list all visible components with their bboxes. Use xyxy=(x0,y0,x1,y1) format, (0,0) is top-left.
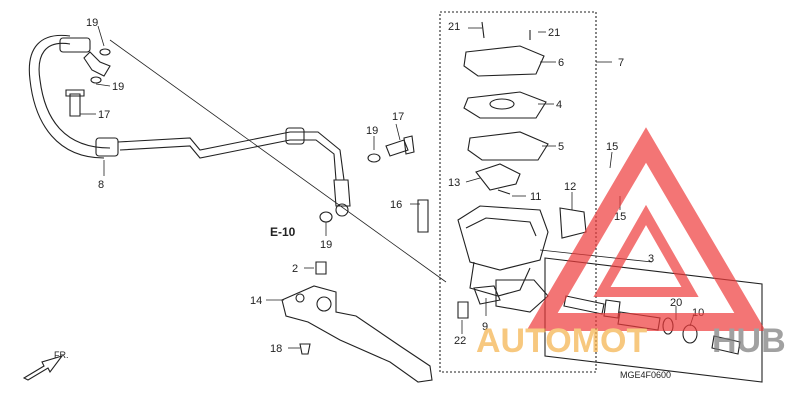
callout-2: 2 xyxy=(292,263,298,275)
callouts: 19 19 17 8 19 17 19 16 21 21 6 4 5 13 11… xyxy=(86,17,704,355)
callout-11: 11 xyxy=(530,191,541,203)
callout-15: 15 xyxy=(606,141,618,153)
direction-label: FR. xyxy=(54,350,69,360)
callout-7: 7 xyxy=(618,57,624,69)
clutch-lever xyxy=(281,261,433,383)
callout-8: 8 xyxy=(98,179,104,191)
drawing-code: MGE4F0600 xyxy=(620,370,671,380)
callout-22: 22 xyxy=(454,335,466,347)
callout-17: 17 xyxy=(98,109,110,121)
callout-17: 17 xyxy=(392,111,404,123)
callout-15: 15 xyxy=(614,211,626,223)
clutch-hose xyxy=(28,34,351,217)
callout-6: 6 xyxy=(558,57,564,69)
callout-16: 16 xyxy=(390,199,402,211)
callout-21: 21 xyxy=(548,27,560,39)
callout-19: 19 xyxy=(366,125,378,137)
front-direction-arrow: FR. xyxy=(22,350,69,381)
watermark-text-left: AUTOMOT xyxy=(476,322,647,360)
callout-13: 13 xyxy=(448,177,460,189)
reservoir-parts xyxy=(463,21,549,195)
callout-14: 14 xyxy=(250,295,262,307)
callout-18: 18 xyxy=(270,343,282,355)
reference-label: E-10 xyxy=(270,225,296,239)
callout-3: 3 xyxy=(648,253,654,265)
bolts-washers xyxy=(65,48,415,223)
callout-12: 12 xyxy=(564,181,576,193)
watermark-logo: AUTOMOT HUB xyxy=(476,127,786,360)
callout-21: 21 xyxy=(448,21,460,33)
callout-19: 19 xyxy=(86,17,98,29)
callout-5: 5 xyxy=(558,141,564,153)
callout-19: 19 xyxy=(112,81,124,93)
callout-9: 9 xyxy=(482,321,488,333)
callout-19: 19 xyxy=(320,239,332,251)
callout-4: 4 xyxy=(556,99,562,111)
callout-20: 20 xyxy=(670,297,682,309)
watermark-text-right: HUB xyxy=(712,322,786,360)
leader-lines xyxy=(80,25,695,349)
